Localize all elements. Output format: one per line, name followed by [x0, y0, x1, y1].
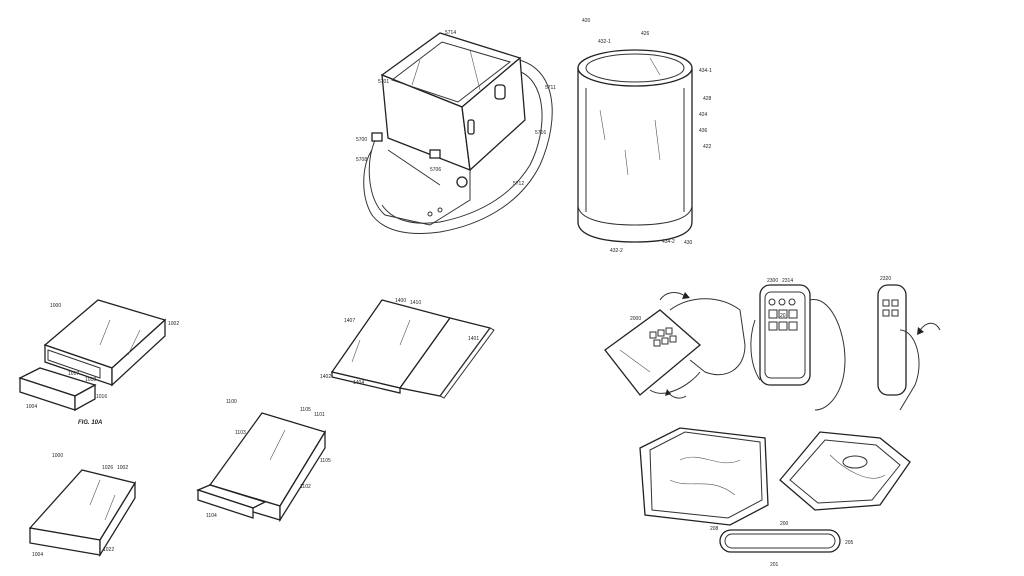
cyl-label-9: 430	[684, 240, 693, 246]
hands-label-3: 2000	[630, 316, 641, 322]
watch-label-7: 5712	[513, 181, 524, 187]
loop-label-3: 205	[845, 540, 854, 546]
fig11-label-3: 1101	[314, 412, 325, 418]
fig11-label-7: 1104	[206, 513, 217, 519]
display-number: 20	[780, 313, 786, 319]
fig10a-label-4: 1018	[85, 377, 96, 383]
fig10b-label-4: 1004	[32, 552, 43, 558]
hands-label-2: 2314	[782, 278, 793, 284]
watch-label-3: 5711	[545, 85, 556, 91]
case-fig-10a: 1000 1002 1017 1018 1016 1004 FIG. 10A	[18, 299, 179, 426]
fig10b-label-3: 1002	[117, 465, 128, 471]
hands-label-1: 2300	[767, 278, 778, 284]
fig10b-label-5: 1022	[103, 547, 114, 553]
fig11-label-2: 1105	[300, 407, 311, 413]
cyl-label-6: 424	[699, 112, 708, 118]
fold-label-4: 1401	[468, 336, 479, 342]
fig11-label-5: 1105	[320, 458, 331, 464]
cyl-label-8: 422	[703, 144, 712, 150]
fig11-label-4: 1103	[235, 430, 246, 436]
loop-label-2: 200	[780, 521, 789, 527]
cyl-label-4: 434-1	[699, 68, 712, 74]
watch-label-1: 5714	[445, 30, 456, 36]
fig-10a-caption: FIG. 10A	[78, 420, 102, 426]
smartwatch-figure: 5714 5701 5711 5700 5716 5706 5712 5708	[356, 30, 556, 234]
fig10b-label-1: 1000	[52, 453, 63, 459]
watch-label-8: 5708	[356, 157, 367, 163]
watch-label-4: 5700	[356, 137, 367, 143]
fig11-label-1: 1100	[226, 399, 237, 405]
tilted-phone-icon-grid	[649, 327, 677, 347]
cyl-label-7: 436	[699, 128, 708, 134]
watch-label-6: 5706	[430, 167, 441, 173]
fold-label-6: 1404	[353, 380, 364, 386]
cyl-label-2: 426	[641, 31, 650, 37]
loop-label-1: 208	[710, 526, 719, 532]
hands-phones-figure: 20 2300 2314 2000 2320	[604, 276, 941, 568]
folding-device-figure: 1400 1410 1407 1401 1402 1404	[320, 298, 495, 399]
side-phone-icon-grid	[882, 299, 899, 317]
fig10b-label-2: 1026	[102, 465, 113, 471]
hands-label-4: 2320	[880, 276, 891, 282]
fig10a-label-5: 1016	[96, 394, 107, 400]
watch-label-2: 5701	[378, 79, 389, 85]
fig10a-label-2: 1002	[168, 321, 179, 327]
cyl-label-3: 432-1	[598, 39, 611, 45]
upright-phone-icon-grid: 20	[768, 298, 798, 331]
fold-label-3: 1407	[344, 318, 355, 324]
cyl-label-5: 428	[703, 96, 712, 102]
cyl-label-1: 420	[582, 18, 591, 24]
fold-label-2: 1410	[410, 300, 421, 306]
fig10a-label-3: 1017	[68, 371, 79, 377]
watch-label-5: 5716	[535, 130, 546, 136]
fig10a-label-1: 1000	[50, 303, 61, 309]
fig10a-label-6: 1004	[26, 404, 37, 410]
cyl-label-11: 432-2	[610, 248, 623, 254]
case-fig-10b: 1000 1026 1002 1004 1022	[28, 453, 137, 558]
fold-label-5: 1402	[320, 374, 331, 380]
fig11-label-6: 1102	[300, 484, 311, 490]
cyl-label-10: 434-2	[662, 239, 675, 245]
case-fig-11: 1100 1105 1101 1103 1105 1102 1104	[196, 399, 331, 523]
fold-label-1: 1400	[395, 298, 406, 304]
loop-label-4: 201	[770, 562, 779, 568]
cylinder-device-figure: 420 426 432-1 434-1 428 424 436 422 430 …	[577, 18, 712, 254]
